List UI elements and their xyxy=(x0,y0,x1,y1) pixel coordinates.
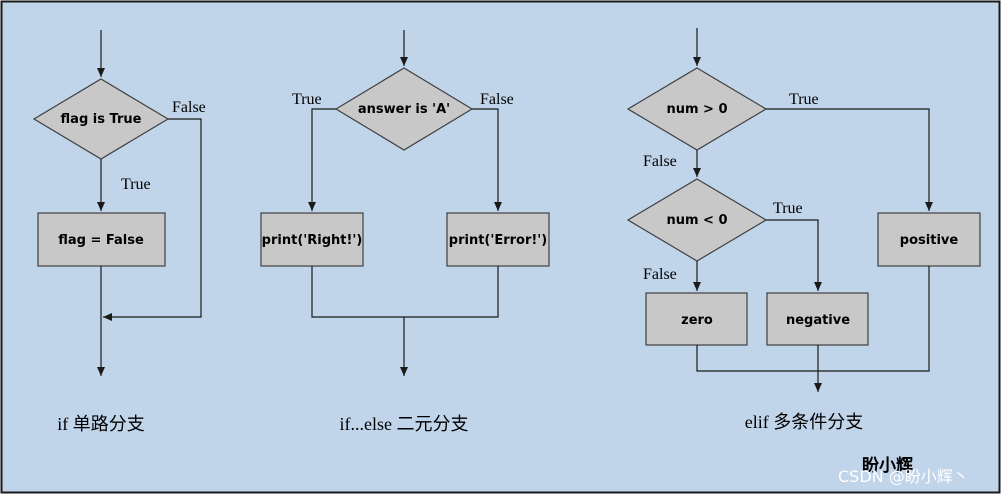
csdn-watermark: CSDN @盼小辉丶 xyxy=(838,467,969,486)
process-print-right-label: print('Right!') xyxy=(262,233,363,248)
merge-path xyxy=(311,266,499,318)
flowchart-if-else: answer is 'A' True False print('Right!')… xyxy=(260,30,550,434)
false-edge-label-2: False xyxy=(643,266,677,283)
decision-flag-is-true-label: flag is True xyxy=(61,112,142,127)
process-print-right xyxy=(260,212,364,267)
process-positive xyxy=(877,212,981,267)
false-edge-label: False xyxy=(480,91,514,108)
decision-num-lt-0-label: num < 0 xyxy=(666,213,727,228)
process-flag-false xyxy=(37,212,166,267)
decision-answer-is-a-label: answer is 'A' xyxy=(358,102,450,117)
decision-answer-is-a xyxy=(334,67,474,151)
flowchart-if-single: flag is True True flag = False False if … xyxy=(32,30,206,434)
flowchart-elif: num > 0 True False num < 0 True False ze… xyxy=(626,28,981,432)
false-edge-label: False xyxy=(172,99,206,116)
caption-if-single: if 单路分支 xyxy=(57,414,145,434)
caption-elif: elif 多条件分支 xyxy=(745,412,864,432)
process-negative xyxy=(766,292,869,346)
process-print-error xyxy=(446,212,550,267)
false-edge-label-1: False xyxy=(643,153,677,170)
true-edge-label: True xyxy=(292,91,322,108)
false-path xyxy=(103,118,202,321)
true-path-2 xyxy=(766,219,822,291)
decision-num-gt-0-label: num > 0 xyxy=(666,102,727,117)
process-zero-label: zero xyxy=(681,313,713,328)
true-edge-label-1: True xyxy=(789,91,819,108)
process-positive-label: positive xyxy=(900,233,959,248)
true-edge-label-2: True xyxy=(773,200,803,217)
true-edge-label: True xyxy=(121,176,151,193)
caption-if-else: if...else 二元分支 xyxy=(340,414,469,434)
true-path-1 xyxy=(766,108,933,211)
process-print-error-label: print('Error!') xyxy=(449,233,547,248)
process-negative-label: negative xyxy=(786,313,850,328)
true-path xyxy=(308,108,336,211)
false-path xyxy=(472,108,502,211)
process-flag-false-label: flag = False xyxy=(58,233,144,248)
merge-path xyxy=(696,266,930,372)
author-signature: 盼小辉 xyxy=(862,456,913,476)
